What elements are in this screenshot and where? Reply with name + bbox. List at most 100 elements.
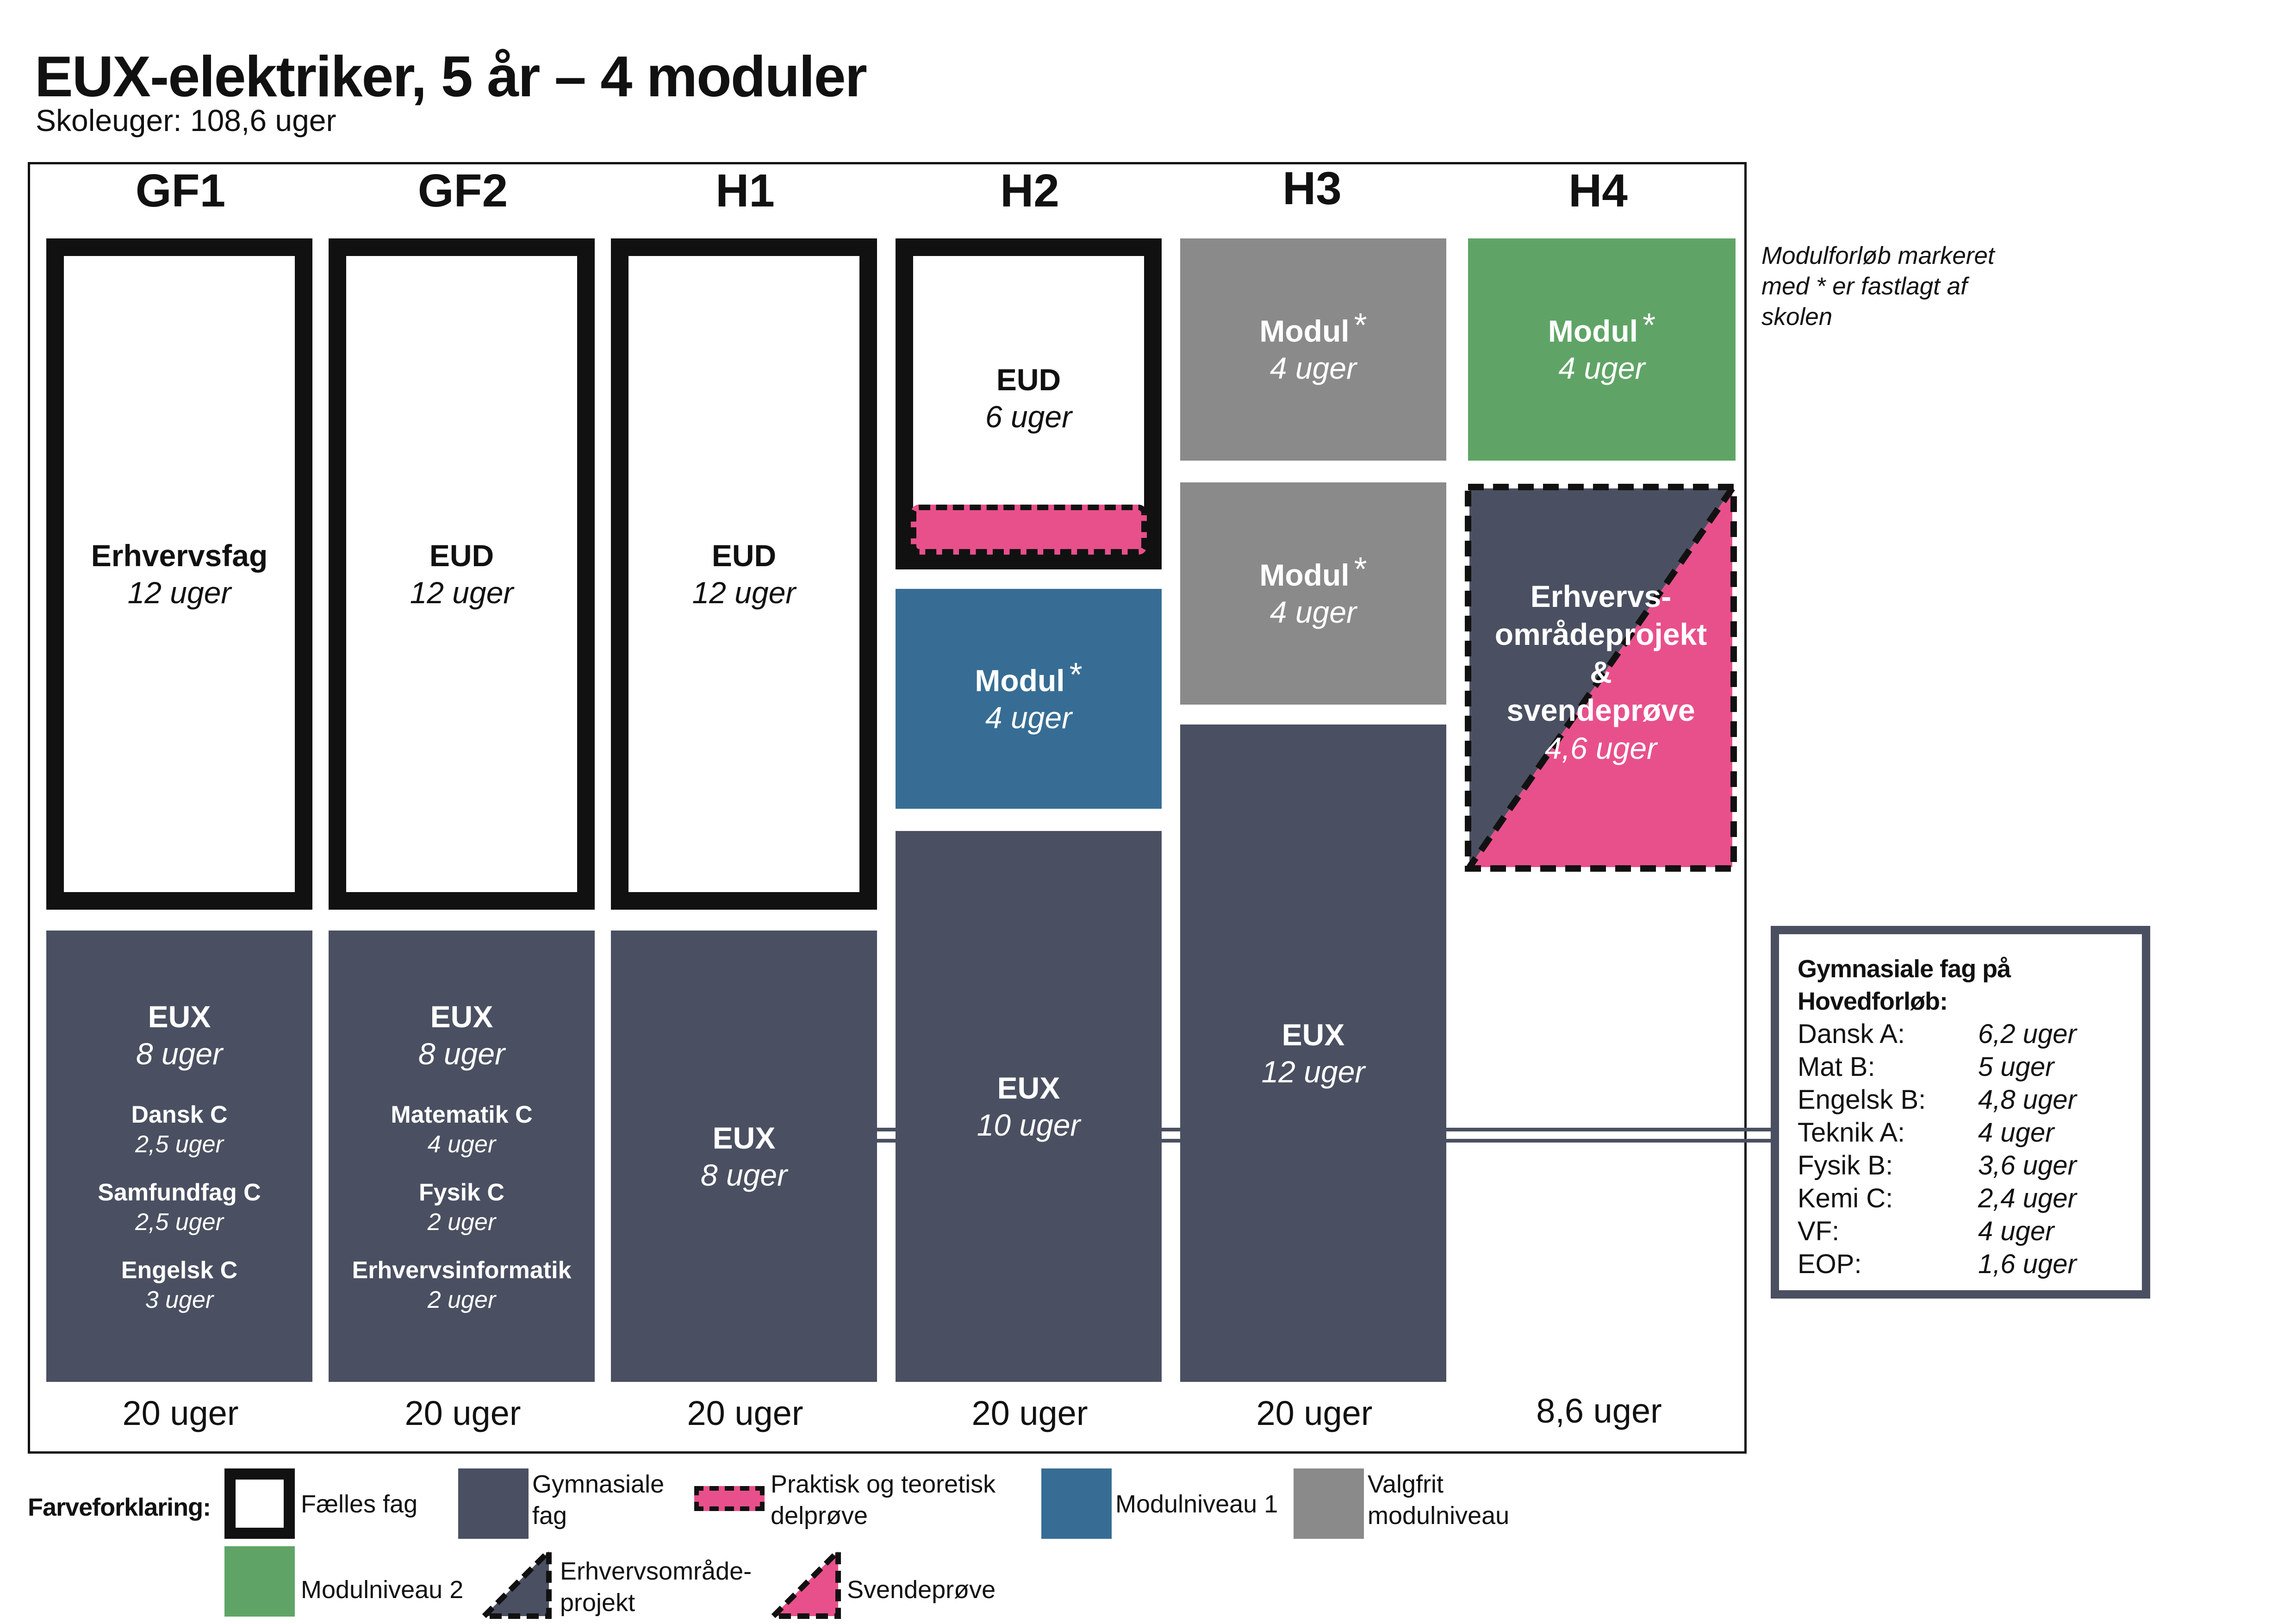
legend-label-line: Praktisk og teoretisk bbox=[771, 1470, 996, 1498]
gym-weeks: 4,8 uger bbox=[1978, 1085, 2077, 1115]
legend-triangle-border bbox=[771, 1544, 841, 1619]
block-weeks: 12 uger bbox=[410, 575, 514, 610]
block-weeks: 12 uger bbox=[1261, 1055, 1365, 1089]
gym-subject: Engelsk B: bbox=[1798, 1085, 1926, 1115]
block-title: Modul bbox=[1259, 314, 1350, 348]
gym-box-title-line: Hovedforløb: bbox=[1798, 987, 1948, 1015]
legend-triangle-border bbox=[482, 1544, 552, 1619]
h3-eux-block: EUX 12 uger bbox=[1180, 725, 1446, 1382]
block-title: EUX bbox=[148, 999, 211, 1034]
gym-row: Fysik B:3,6 uger bbox=[1798, 1149, 2142, 1182]
connector-line bbox=[1446, 1128, 1771, 1131]
gf1-faelles-fag-block: Erhvervsfag 12 uger bbox=[46, 238, 312, 910]
gym-weeks: 2,4 uger bbox=[1978, 1183, 2077, 1213]
gym-subject: VF: bbox=[1798, 1216, 1840, 1246]
legend-swatch-eop bbox=[481, 1544, 552, 1619]
gym-weeks: 6,2 uger bbox=[1978, 1019, 2077, 1049]
block-weeks: 4,6 uger bbox=[1544, 731, 1657, 765]
h4-modul-block: Modul* 4 uger bbox=[1468, 238, 1736, 461]
subject-name: Erhvervsinformatik bbox=[352, 1256, 572, 1284]
block-title: EUD bbox=[996, 362, 1061, 397]
block-title: EUX bbox=[430, 999, 493, 1034]
subject-weeks: 2 uger bbox=[427, 1208, 496, 1236]
subject-name: Dansk C bbox=[131, 1101, 228, 1128]
connector-line bbox=[877, 1128, 896, 1131]
legend-label-modul1: Modulniveau 1 bbox=[1115, 1490, 1278, 1518]
column-weeks-h1: 20 uger bbox=[687, 1394, 803, 1432]
h3-modul-block-b: Modul* 4 uger bbox=[1180, 482, 1446, 705]
gym-weeks: 1,6 uger bbox=[1978, 1249, 2077, 1279]
legend-swatch-gymnasiale-fag bbox=[458, 1468, 529, 1539]
page-title: EUX-elektriker, 5 år – 4 moduler bbox=[35, 45, 867, 109]
block-weeks: 8 uger bbox=[136, 1036, 223, 1071]
block-title: EUD bbox=[429, 538, 494, 573]
gym-box-title-line: Gymnasiale fag på bbox=[1798, 955, 2011, 983]
legend-label-svendeprove: Svendeprøve bbox=[847, 1576, 996, 1604]
gf2-faelles-fag-block: EUD 12 uger bbox=[329, 238, 595, 910]
legend-swatch-svendeprove bbox=[771, 1544, 841, 1619]
block-title: Modul bbox=[1548, 314, 1638, 348]
h2-eux-block: EUX 10 uger bbox=[896, 831, 1162, 1382]
block-weeks: 6 uger bbox=[985, 400, 1072, 434]
label-line: områdeprojekt bbox=[1494, 617, 1707, 651]
legend-swatch-faelles-fag bbox=[224, 1468, 295, 1539]
gym-row: Kemi C: 2,4 uger bbox=[1798, 1182, 2142, 1215]
block-weeks: 4 uger bbox=[1558, 351, 1645, 385]
label-line: Erhvervs- bbox=[1530, 579, 1672, 613]
subject-weeks: 3 uger bbox=[145, 1286, 214, 1313]
gym-row: Dansk A: 6,2 uger bbox=[1798, 1018, 2142, 1050]
fixed-star-icon: * bbox=[1354, 307, 1367, 344]
legend-label-gymnasiale-fag: Gymnasiale fag bbox=[532, 1468, 664, 1531]
subject-weeks: 4 uger bbox=[427, 1131, 496, 1158]
gym-subject: Dansk A: bbox=[1798, 1019, 1905, 1049]
legend-label-line: Gymnasiale bbox=[532, 1470, 665, 1498]
column-weeks-gf1: 20 uger bbox=[122, 1394, 239, 1432]
column-weeks-h3: 20 uger bbox=[1256, 1394, 1373, 1432]
subject-name: Fysik C bbox=[419, 1179, 504, 1206]
diagonal-divider bbox=[1467, 487, 1735, 869]
h2-modul-block: Modul* 4 uger bbox=[896, 589, 1162, 809]
column-header-h3: H3 bbox=[1282, 162, 1342, 214]
gf2-eux-block: EUX 8 uger Matematik C 4 uger Fysik C 2 … bbox=[329, 931, 595, 1382]
connector-line bbox=[877, 1139, 896, 1143]
block-title: EUD bbox=[711, 538, 777, 573]
block-weeks: 12 uger bbox=[127, 575, 231, 610]
column-header-h4: H4 bbox=[1568, 165, 1628, 217]
gym-subject: Fysik B: bbox=[1798, 1150, 1893, 1181]
gym-weeks: 4 uger bbox=[1978, 1216, 2054, 1246]
gym-subject: Kemi C: bbox=[1798, 1183, 1893, 1213]
h1-faelles-fag-block: EUD 12 uger bbox=[611, 238, 877, 910]
fixed-module-note: Modulforløb markeret med * er fastlagt a… bbox=[1761, 242, 1995, 331]
gym-row: Mat B:5 uger bbox=[1798, 1050, 2142, 1083]
column-header-gf2: GF2 bbox=[417, 165, 508, 217]
subject-name: Samfundfag C bbox=[98, 1179, 261, 1206]
block-weeks: 10 uger bbox=[977, 1108, 1081, 1142]
column-header-h2: H2 bbox=[1000, 165, 1059, 217]
legend-label-line: modulniveau bbox=[1368, 1502, 1510, 1530]
legend-swatch-modul2 bbox=[224, 1546, 295, 1617]
h4-project-label: Erhvervs- områdeprojekt & svendeprøve 4,… bbox=[1465, 484, 1737, 872]
subject-weeks: 2 uger bbox=[427, 1286, 496, 1313]
gym-row: Engelsk B: 4,8 uger bbox=[1798, 1083, 2142, 1116]
legend-label-line: Erhvervsområde- bbox=[560, 1557, 752, 1585]
block-weeks: 12 uger bbox=[692, 575, 796, 610]
h1-eux-block: EUX 8 uger bbox=[611, 931, 877, 1382]
fixed-star-icon: * bbox=[1069, 656, 1083, 693]
eop-legend-icon bbox=[482, 1544, 552, 1619]
block-weeks: 4 uger bbox=[985, 700, 1072, 735]
gym-subject: Teknik A: bbox=[1798, 1118, 1905, 1148]
h2-eud-label: EUD 6 uger bbox=[896, 343, 1162, 454]
column-weeks-gf2: 20 uger bbox=[404, 1394, 521, 1432]
legend-label-eop: Erhvervsområde- projekt bbox=[560, 1555, 752, 1618]
legend-swatch-delproeve bbox=[694, 1486, 765, 1511]
connector-line bbox=[1162, 1128, 1180, 1131]
label-line: svendeprøve bbox=[1506, 693, 1695, 727]
legend-label-line: fag bbox=[532, 1502, 567, 1530]
gym-row: Teknik A:4 uger bbox=[1798, 1116, 2142, 1149]
h3-modul-block-a: Modul* 4 uger bbox=[1180, 238, 1446, 461]
block-title: EUX bbox=[712, 1120, 776, 1155]
subject-name: Engelsk C bbox=[121, 1256, 238, 1284]
subject-name: Matematik C bbox=[391, 1101, 533, 1128]
connector-line bbox=[1162, 1139, 1180, 1143]
gym-row: VF: 4 uger bbox=[1798, 1215, 2142, 1248]
